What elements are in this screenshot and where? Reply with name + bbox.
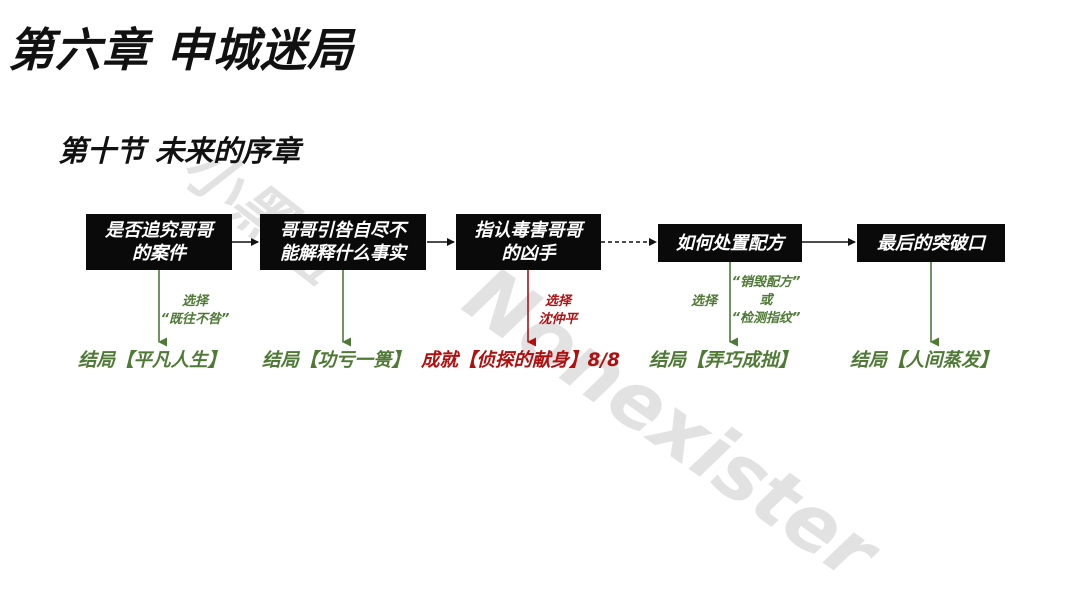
- ending-vanish: 结局【人间蒸发】: [850, 350, 999, 371]
- section-subtitle: 第十节 未来的序章: [58, 134, 301, 168]
- page-title: 第六章 申城迷局: [8, 23, 355, 77]
- ending-fall-short: 结局【功亏一篑】: [262, 350, 411, 371]
- branch-note-shen-zhongping: 选择 沈仲平: [538, 294, 578, 327]
- node-handle-formula: 如何处置配方: [658, 224, 802, 262]
- branch-note-choose: 选择: [690, 294, 717, 309]
- ending-ordinary-life: 结局【平凡人生】: [78, 350, 227, 371]
- node-identify-poisoner: 指认毒害哥哥 的凶手: [456, 214, 601, 270]
- node-final-breakthrough: 最后的突破口: [857, 224, 1005, 262]
- branch-note-let-bygones: 选择 “既往不咎”: [160, 294, 230, 327]
- ending-backfire: 结局【弄巧成拙】: [649, 350, 798, 371]
- achievement-detective-sacrifice: 成就【侦探的献身】8/8: [421, 350, 621, 371]
- node-brother-suicide-fact: 哥哥引咎自尽不 能解释什么事实: [260, 214, 426, 270]
- branch-note-destroy-or-fingerprint: “销毁配方” 或 “检测指纹”: [731, 275, 801, 326]
- node-pursue-brother-case: 是否追究哥哥 的案件: [86, 214, 232, 270]
